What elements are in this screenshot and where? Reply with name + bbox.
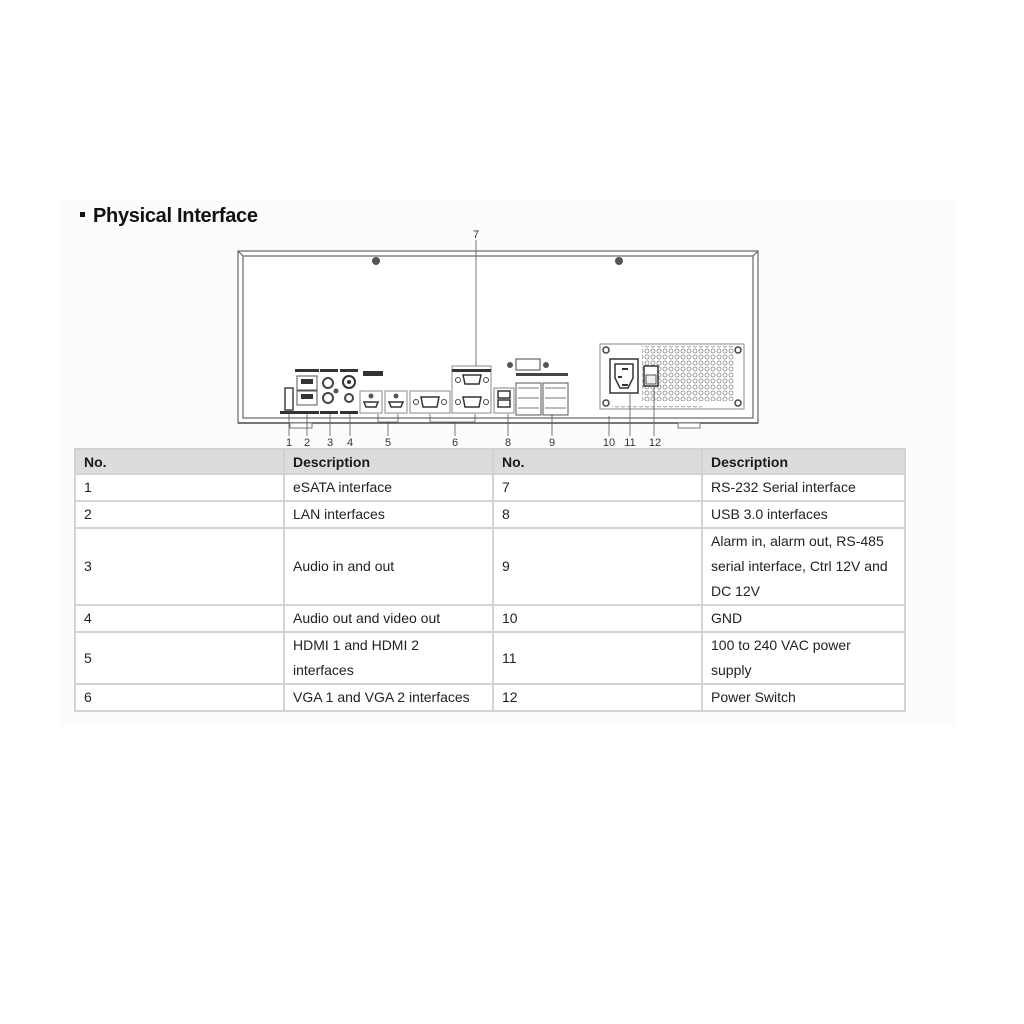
interface-table: No. Description No. Description 1 eSATA … <box>74 448 906 712</box>
cell-description: RS-232 Serial interface <box>701 473 906 502</box>
cell-description: Audio in and out <box>283 527 494 606</box>
cell-no: 5 <box>74 631 285 685</box>
table-row: 4 Audio out and video out 10 GND <box>74 604 906 633</box>
cell-no: 9 <box>492 527 703 606</box>
table-row: 5 HDMI 1 and HDMI 2 interfaces 11 100 to… <box>74 631 906 685</box>
header-description-left: Description <box>283 448 494 475</box>
cell-description: eSATA interface <box>283 473 494 502</box>
cell-no: 6 <box>74 683 285 712</box>
callout-1: 1 <box>286 437 292 449</box>
table-header-row: No. Description No. Description <box>74 448 906 475</box>
table-row: 3 Audio in and out 9 Alarm in, alarm out… <box>74 527 906 606</box>
cell-description: HDMI 1 and HDMI 2 interfaces <box>283 631 494 685</box>
cell-description: Power Switch <box>701 683 906 712</box>
callout-3: 3 <box>327 437 333 449</box>
cell-line: DC 12V <box>711 583 761 599</box>
cell-no: 2 <box>74 500 285 529</box>
header-no-left: No. <box>74 448 285 475</box>
bullet-icon <box>80 212 85 218</box>
callout-12: 12 <box>649 437 661 449</box>
callout-5: 5 <box>385 437 391 449</box>
cell-line: HDMI 1 and HDMI 2 <box>293 637 420 653</box>
callout-9: 9 <box>549 437 555 449</box>
callout-2: 2 <box>304 437 310 449</box>
table-row: 2 LAN interfaces 8 USB 3.0 interfaces <box>74 500 906 529</box>
cell-no: 11 <box>492 631 703 685</box>
cell-no: 4 <box>74 604 285 633</box>
cell-no: 1 <box>74 473 285 502</box>
rear-panel-diagram: 7 1 2 3 4 5 6 8 9 10 11 12 <box>230 228 770 450</box>
cell-line: Alarm in, alarm out, RS-485 <box>711 533 884 549</box>
section-heading: Physical Interface <box>80 205 258 228</box>
cell-description: 100 to 240 VAC power supply <box>701 631 906 685</box>
callout-6: 6 <box>452 437 458 449</box>
callout-7: 7 <box>473 229 479 241</box>
callout-4: 4 <box>347 437 353 449</box>
cell-description: USB 3.0 interfaces <box>701 500 906 529</box>
cell-line: 100 to 240 VAC power <box>711 637 851 653</box>
cell-line: serial interface, Ctrl 12V and <box>711 558 888 574</box>
callout-11: 11 <box>624 437 635 449</box>
cell-no: 7 <box>492 473 703 502</box>
header-description-right: Description <box>701 448 906 475</box>
cell-line: interfaces <box>293 662 354 678</box>
cell-description: Alarm in, alarm out, RS-485 serial inter… <box>701 527 906 606</box>
cell-description: LAN interfaces <box>283 500 494 529</box>
table-row: 6 VGA 1 and VGA 2 interfaces 12 Power Sw… <box>74 683 906 712</box>
section-title-text: Physical Interface <box>93 205 258 227</box>
cell-no: 8 <box>492 500 703 529</box>
cell-description: Audio out and video out <box>283 604 494 633</box>
cell-no: 10 <box>492 604 703 633</box>
table-row: 1 eSATA interface 7 RS-232 Serial interf… <box>74 473 906 502</box>
cell-description: GND <box>701 604 906 633</box>
callout-10: 10 <box>603 437 615 449</box>
header-no-right: No. <box>492 448 703 475</box>
cell-no: 12 <box>492 683 703 712</box>
cell-no: 3 <box>74 527 285 606</box>
cell-line: supply <box>711 662 752 678</box>
callout-8: 8 <box>505 437 511 449</box>
cell-description: VGA 1 and VGA 2 interfaces <box>283 683 494 712</box>
